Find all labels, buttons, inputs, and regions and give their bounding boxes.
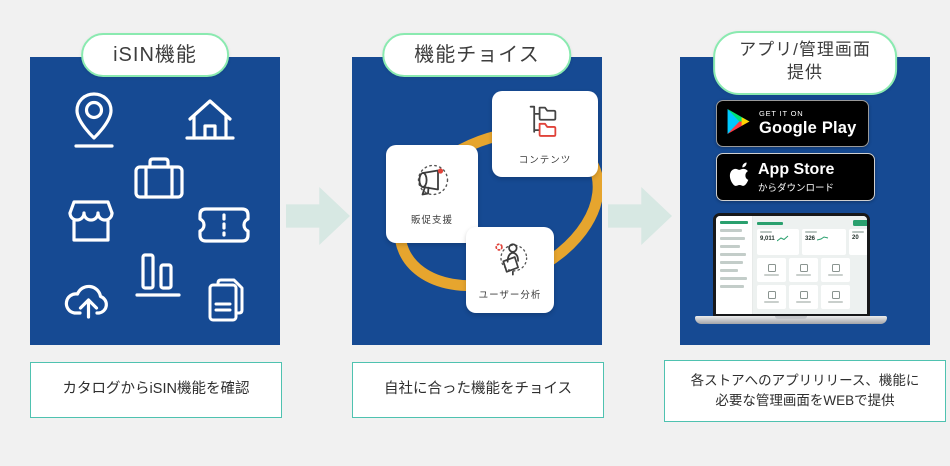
app-store-tagline: からダウンロード	[758, 182, 835, 194]
step3-title-pill: アプリ/管理画面 提供	[713, 31, 897, 95]
step2-title: 機能チョイス	[414, 44, 540, 66]
step1-title: iSIN機能	[113, 44, 197, 66]
app-store-store-name: App Store	[758, 160, 835, 178]
feature-card-label: コンテンツ	[518, 155, 572, 166]
ticket-icon	[195, 205, 253, 245]
google-play-tagline: GET IT ON	[759, 109, 804, 118]
briefcase-icon	[133, 155, 185, 201]
dashboard-stat-card: 20	[849, 229, 867, 255]
step3-title-line2: 提供	[786, 62, 823, 82]
laptop-base	[695, 316, 887, 324]
google-play-triangle-icon	[726, 107, 751, 141]
step3-panel: アプリ/管理画面 提供 GET IT ON Google Play	[680, 31, 930, 345]
step2-caption-text: 自社に合った機能をチョイス	[383, 381, 573, 398]
step2-panel: 機能チョイス コンテンツ	[352, 33, 602, 345]
feature-card-label: ユーザー分析	[478, 290, 542, 301]
dashboard-logo	[757, 221, 783, 225]
step1-caption: カタログからiSIN機能を確認	[30, 362, 282, 418]
house-icon	[182, 95, 238, 143]
step2-title-pill: 機能チョイス	[382, 33, 572, 77]
megaphone-icon	[412, 162, 452, 207]
laptop-screen: 9,011 326 20	[713, 213, 870, 317]
step3-caption: 各ストアへのアプリリリース、機能に 必要な管理画面をWEBで提供	[664, 360, 946, 422]
folder-tree-icon	[527, 102, 563, 147]
dashboard-sidebar	[716, 216, 753, 314]
step3-caption-line1: 各ストアへのアプリリリース、機能に	[690, 373, 920, 389]
apple-icon	[727, 161, 750, 194]
feature-card-promo: 販促支援	[386, 145, 478, 243]
user-magnifier-icon	[491, 239, 529, 282]
cloud-upload-icon	[61, 277, 117, 319]
stat-value: 9,011	[760, 235, 775, 242]
google-play-store-name: Google Play	[759, 119, 857, 137]
step1-title-pill: iSIN機能	[81, 33, 229, 77]
step1-panel: iSIN機能	[30, 33, 280, 345]
bar-chart-icon	[135, 252, 181, 298]
documents-icon	[206, 277, 246, 323]
storefront-icon	[65, 199, 117, 243]
step2-caption: 自社に合った機能をチョイス	[352, 362, 604, 418]
stat-value: 326	[805, 235, 816, 242]
step3-caption-line2: 必要な管理画面をWEBで提供	[715, 393, 895, 408]
flow-arrow-icon	[286, 187, 350, 245]
dashboard-stat-card: 9,011	[757, 229, 799, 255]
feature-card-user-analysis: ユーザー分析	[466, 227, 554, 313]
dashboard-tile-grid	[757, 258, 857, 309]
google-play-badge[interactable]: GET IT ON Google Play	[716, 100, 869, 147]
feature-card-label: 販促支援	[410, 215, 453, 226]
step3-title-line1: アプリ/管理画面	[739, 40, 871, 59]
feature-card-contents: コンテンツ	[492, 91, 598, 177]
location-pin-icon	[70, 91, 118, 149]
dashboard-main: 9,011 326 20	[753, 216, 867, 314]
app-store-badge[interactable]: App Store からダウンロード	[716, 153, 875, 201]
stat-value: 20	[852, 235, 859, 241]
dashboard-stat-card: 326	[802, 229, 846, 255]
step1-caption-text: カタログからiSIN機能を確認	[62, 381, 250, 398]
flow-arrow-icon	[608, 187, 672, 245]
dashboard-action-button	[853, 220, 867, 226]
